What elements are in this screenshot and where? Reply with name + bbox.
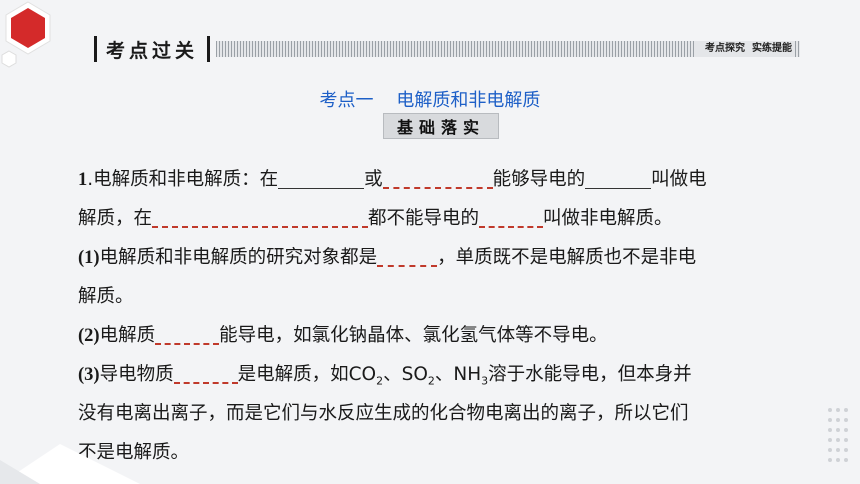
header-title: 考点过关 [94, 36, 210, 62]
header-bar: 考点过关 考点探究 实练提能 [94, 36, 800, 62]
text-segment: 是电解质，如CO [237, 364, 377, 385]
hexagon-logo-icon [5, 1, 51, 55]
header-tag: 考点探究 实练提能 [695, 41, 794, 57]
text-segment: 叫做电 [651, 169, 707, 190]
text-line: 解质，在 都不能导电的 叫做非电解质。 [78, 199, 808, 238]
content-body: 1.电解质和非电解质：在或能够导电的叫做电 解质，在都不能导电的叫做非电解质。 … [78, 160, 808, 472]
blank-field [479, 204, 544, 228]
subscript: 2 [376, 374, 384, 388]
text-line: (3)导电物质是电解质，如CO2、SO2、NH3溶于水能导电，但本身并 [78, 355, 808, 394]
text-segment: 溶于水能导电，但本身并 [488, 364, 692, 385]
text-segment: 解质。 [78, 286, 134, 307]
text-segment: 电解质和非电解质的研究对象都是 [99, 247, 378, 268]
text-segment: 能导电，如氯化钠晶体、氯化氢气体等不导电。 [219, 325, 608, 346]
text-segment: 、SO [383, 364, 428, 385]
text-segment: ，单质既不是电解质也不是非电 [437, 247, 697, 268]
item-number: 1 [78, 170, 88, 190]
text-segment: 叫做非电解质。 [543, 208, 673, 229]
text-segment: 都不能导电的 [368, 208, 480, 229]
text-line: 不是电解质。 [78, 433, 808, 472]
blank-field [585, 166, 652, 189]
text-segment: 不是电解质。 [78, 442, 190, 463]
text-line: (1)电解质和非电解质的研究对象都是 ，单质既不是电解质也不是非电 [78, 238, 808, 277]
text-segment: 、NH [434, 364, 482, 385]
blank-field [382, 165, 493, 189]
text-segment: 能够导电的 [492, 169, 586, 190]
blank-field [377, 243, 438, 267]
blank-field [152, 204, 369, 228]
text-segment: 导电物质 [99, 364, 174, 385]
subtitle-box: 基础落实 [383, 113, 499, 139]
subscript: 2 [427, 374, 435, 388]
blank-field [155, 321, 220, 345]
small-hexagon-icon [1, 50, 17, 68]
blank-field [278, 166, 365, 189]
text-segment: 电解质 [99, 325, 156, 346]
text-segment: .电解质和非电解质：在 [87, 169, 279, 190]
subscript: 3 [481, 374, 489, 388]
text-line: 解质。 [78, 277, 808, 316]
item-number: (1) [78, 248, 100, 268]
section-title: 考点一 电解质和非电解质 [319, 90, 541, 111]
text-line: (2)电解质 能导电，如氯化钠晶体、氯化氢气体等不导电。 [78, 316, 808, 355]
dot-grid-decoration [828, 408, 848, 462]
corner-decoration [0, 444, 140, 484]
item-number: (3) [78, 365, 100, 385]
text-segment: 或 [364, 169, 383, 190]
text-segment: 解质，在 [78, 208, 153, 229]
item-number: (2) [78, 326, 100, 346]
text-segment: 没有电离出离子，而是它们与水反应生成的化合物电离出的离子，所以它们 [78, 403, 689, 424]
header-stripe [216, 41, 800, 57]
text-line: 1.电解质和非电解质：在 或 能够导电的 叫做电 [78, 160, 808, 199]
blank-field [173, 360, 238, 384]
text-line: 没有电离出离子，而是它们与水反应生成的化合物电离出的离子，所以它们 [78, 394, 808, 433]
